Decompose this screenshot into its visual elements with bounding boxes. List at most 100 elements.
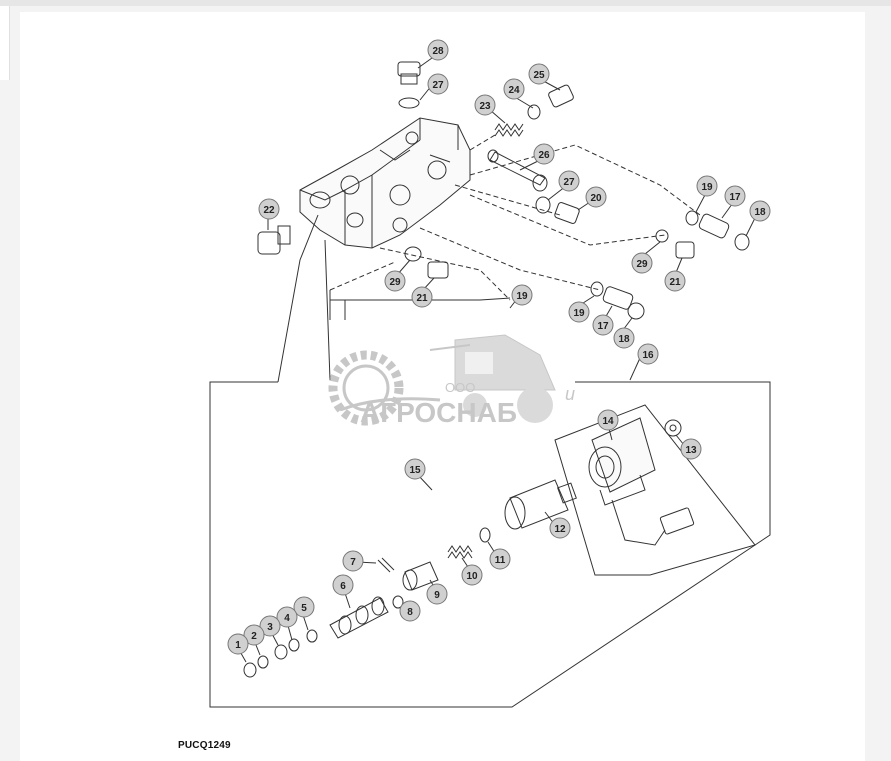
svg-text:29: 29 bbox=[389, 277, 401, 288]
svg-text:17: 17 bbox=[729, 192, 741, 203]
svg-text:17: 17 bbox=[597, 321, 609, 332]
callout-17[interactable]: 17 bbox=[592, 314, 614, 336]
oring-8 bbox=[392, 595, 404, 609]
callouts: 28 27 25 24 23 26 27 20 22 19 17 18 29 2… bbox=[227, 39, 771, 655]
svg-text:25: 25 bbox=[533, 70, 545, 81]
callout-1[interactable]: 1 bbox=[227, 633, 249, 655]
callout-11[interactable]: 11 bbox=[489, 548, 511, 570]
watermark-prefix: ООО bbox=[445, 380, 475, 395]
callout-17[interactable]: 17 bbox=[724, 185, 746, 207]
svg-text:5: 5 bbox=[301, 603, 307, 614]
svg-text:11: 11 bbox=[495, 555, 506, 566]
callout-19[interactable]: 19 bbox=[696, 175, 718, 197]
svg-text:27: 27 bbox=[563, 177, 575, 188]
callout-21[interactable]: 21 bbox=[411, 286, 433, 308]
spool-26 bbox=[487, 149, 580, 224]
callout-13[interactable]: 13 bbox=[680, 438, 702, 460]
callout-7[interactable]: 7 bbox=[342, 550, 364, 572]
svg-text:4: 4 bbox=[284, 613, 290, 624]
callout-19[interactable]: 19 bbox=[568, 301, 590, 323]
svg-text:8: 8 bbox=[407, 607, 413, 618]
svg-text:21: 21 bbox=[669, 277, 681, 288]
detail-box-16 bbox=[209, 214, 771, 708]
svg-text:10: 10 bbox=[466, 571, 478, 582]
svg-text:23: 23 bbox=[479, 101, 491, 112]
callout-15[interactable]: 15 bbox=[404, 458, 426, 480]
valve-body bbox=[299, 117, 471, 249]
callout-2[interactable]: 2 bbox=[243, 624, 265, 646]
svg-text:18: 18 bbox=[618, 334, 630, 345]
fitting-17-upper bbox=[655, 210, 750, 259]
svg-text:3: 3 bbox=[267, 622, 273, 633]
spring-10 bbox=[447, 545, 473, 559]
svg-text:19: 19 bbox=[573, 308, 585, 319]
svg-text:21: 21 bbox=[416, 293, 428, 304]
callout-9[interactable]: 9 bbox=[426, 583, 448, 605]
nut-13 bbox=[664, 419, 682, 437]
callout-5[interactable]: 5 bbox=[293, 596, 315, 618]
fitting-17-lower bbox=[590, 281, 645, 320]
svg-text:19: 19 bbox=[701, 182, 713, 193]
cartridge-12 bbox=[504, 479, 577, 530]
spool-6 bbox=[329, 596, 389, 639]
body-base-lines bbox=[329, 290, 511, 320]
callout-20[interactable]: 20 bbox=[585, 186, 607, 208]
watermark-logo: ООО АГРОСНАБ u bbox=[328, 334, 575, 428]
callout-8[interactable]: 8 bbox=[399, 600, 421, 622]
callout-28[interactable]: 28 bbox=[427, 39, 449, 61]
callout-14[interactable]: 14 bbox=[597, 409, 619, 431]
callout-6[interactable]: 6 bbox=[332, 574, 354, 596]
small-parts-1-5 bbox=[243, 629, 318, 678]
callout-10[interactable]: 10 bbox=[461, 564, 483, 586]
svg-text:24: 24 bbox=[508, 85, 520, 96]
plug-21-middle bbox=[404, 246, 449, 279]
left-panel-edge bbox=[0, 6, 10, 80]
svg-text:28: 28 bbox=[432, 46, 444, 57]
inner-box-14 bbox=[554, 404, 756, 576]
svg-text:22: 22 bbox=[263, 205, 275, 216]
svg-text:26: 26 bbox=[538, 150, 550, 161]
leader-lines bbox=[329, 134, 701, 301]
watermark-suffix: u bbox=[565, 384, 575, 404]
svg-text:2: 2 bbox=[251, 631, 257, 642]
callout-19[interactable]: 19 bbox=[511, 284, 533, 306]
callout-25[interactable]: 25 bbox=[528, 63, 550, 85]
svg-text:18: 18 bbox=[754, 207, 766, 218]
callout-18[interactable]: 18 bbox=[613, 327, 635, 349]
gear-icon bbox=[328, 350, 441, 426]
drawing-code-label: PUCQ1249 bbox=[178, 740, 231, 751]
callout-21[interactable]: 21 bbox=[664, 270, 686, 292]
plug-22 bbox=[257, 225, 291, 255]
svg-text:19: 19 bbox=[516, 291, 528, 302]
svg-text:7: 7 bbox=[350, 557, 356, 568]
callout-18[interactable]: 18 bbox=[749, 200, 771, 222]
callout-26[interactable]: 26 bbox=[533, 143, 555, 165]
svg-text:15: 15 bbox=[409, 465, 421, 476]
callout-3[interactable]: 3 bbox=[259, 615, 281, 637]
top-bar bbox=[0, 0, 891, 6]
sleeve-9 bbox=[402, 561, 439, 591]
callout-16[interactable]: 16 bbox=[637, 343, 659, 365]
callout-23[interactable]: 23 bbox=[474, 94, 496, 116]
callout-27[interactable]: 27 bbox=[558, 170, 580, 192]
callout-29[interactable]: 29 bbox=[384, 270, 406, 292]
solenoid-coil-14 bbox=[588, 417, 695, 546]
callout-12[interactable]: 12 bbox=[549, 517, 571, 539]
watermark-name: АГРОСНАБ bbox=[360, 397, 517, 428]
callout-4[interactable]: 4 bbox=[276, 606, 298, 628]
svg-text:29: 29 bbox=[636, 259, 648, 270]
svg-text:6: 6 bbox=[340, 581, 346, 592]
svg-text:16: 16 bbox=[642, 350, 654, 361]
svg-text:1: 1 bbox=[235, 640, 241, 651]
callout-24[interactable]: 24 bbox=[503, 78, 525, 100]
callout-29[interactable]: 29 bbox=[631, 252, 653, 274]
svg-text:13: 13 bbox=[685, 445, 697, 456]
pin-7 bbox=[377, 557, 395, 573]
svg-text:20: 20 bbox=[590, 193, 602, 204]
combine-harvester-icon bbox=[429, 334, 556, 423]
svg-text:14: 14 bbox=[602, 416, 614, 427]
callout-22[interactable]: 22 bbox=[258, 198, 280, 220]
svg-text:27: 27 bbox=[432, 80, 444, 91]
callout-27[interactable]: 27 bbox=[427, 73, 449, 95]
